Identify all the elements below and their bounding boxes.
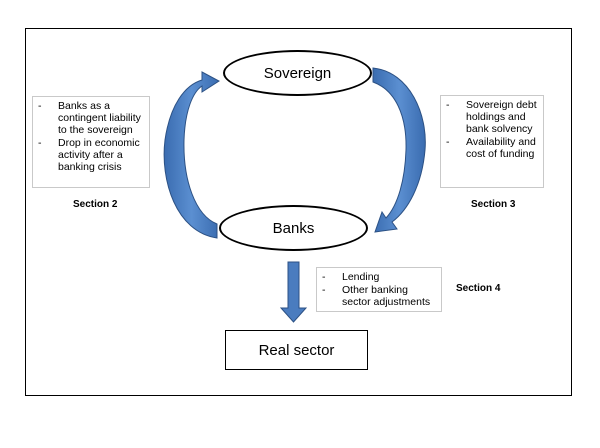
sovereign-label: Sovereign bbox=[263, 64, 332, 82]
section-4-label: Section 4 bbox=[456, 283, 501, 294]
left-note-item: Banks as a contingent liability to the s… bbox=[37, 100, 145, 136]
real-sector-node: Real sector bbox=[225, 330, 368, 370]
section-2-label: Section 2 bbox=[73, 199, 118, 210]
bottom-note-item: Lending bbox=[321, 271, 437, 283]
right-note-box: Sovereign debt holdings and bank solvenc… bbox=[440, 95, 544, 188]
banks-label: Banks bbox=[272, 219, 315, 237]
right-note-item: Sovereign debt holdings and bank solvenc… bbox=[445, 99, 539, 135]
banks-node: Banks bbox=[219, 205, 368, 251]
bottom-note-item: Other banking sector adjustments bbox=[321, 284, 437, 308]
left-note-box: Banks as a contingent liability to the s… bbox=[32, 96, 150, 188]
sovereign-to-banks-arrow bbox=[372, 67, 426, 233]
section-3-label: Section 3 bbox=[471, 199, 516, 210]
left-note-item: Drop in economic activity after a bankin… bbox=[37, 137, 145, 173]
bottom-note-box: Lending Other banking sector adjustments bbox=[316, 267, 442, 312]
real-sector-label: Real sector bbox=[258, 341, 335, 359]
diagram-frame bbox=[25, 28, 572, 396]
banks-to-sovereign-arrow bbox=[163, 71, 220, 239]
sovereign-node: Sovereign bbox=[223, 50, 372, 96]
right-note-item: Availability and cost of funding bbox=[445, 136, 539, 160]
banks-to-real-sector-arrow bbox=[279, 261, 308, 323]
